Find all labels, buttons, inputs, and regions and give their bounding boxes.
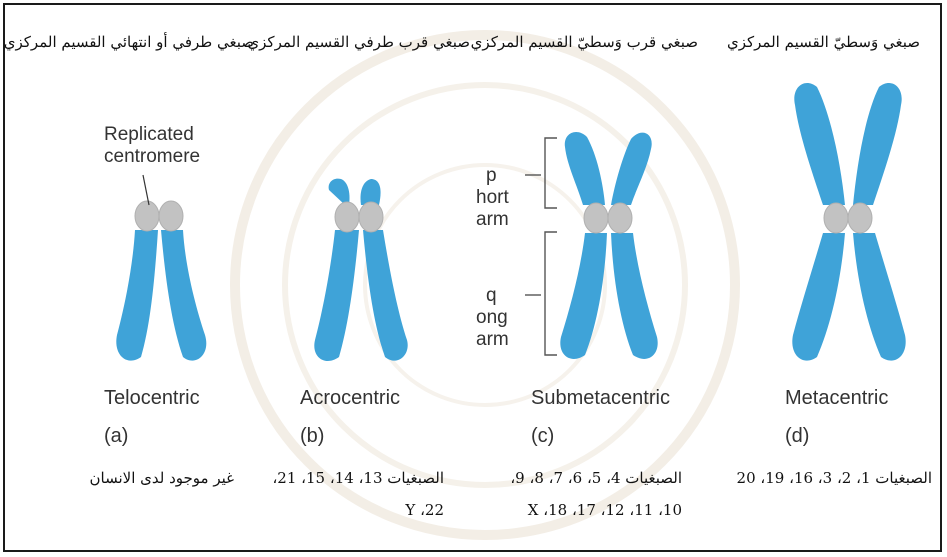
centromere-d-right (848, 203, 872, 233)
type-submetacentric: Submetacentric (531, 387, 670, 410)
type-telocentric: Telocentric (104, 387, 200, 410)
panel-letter-d: (d) (785, 425, 809, 448)
chromosomes-submetacentric: الصبغيات 4، 5، 6، 7، 8، 9، (510, 469, 682, 487)
chromosomes-acrocentric-line2: 22، Y (405, 501, 444, 519)
type-acrocentric: Acrocentric (300, 387, 400, 410)
acrocentric-chromosome (314, 179, 407, 361)
q-arm-bracket (525, 232, 557, 355)
panel-letter-c: (c) (531, 425, 554, 448)
centromere-b-right (359, 202, 383, 232)
chromosomes-metacentric: الصبغيات 1، 2، 3، 16، 19، 20 (737, 469, 932, 487)
chromosomes-submetacentric-line2: 10، 11، 12، 17، 18، X (528, 501, 682, 519)
diagram-frame: صبغي طرفي أو انتهائي القسيم المركزي صبغي… (3, 3, 942, 552)
chromosomes-acrocentric: الصبغيات 13، 14، 15، 21، (272, 469, 444, 487)
centromere-c-left (584, 203, 608, 233)
centromere-c-right (608, 203, 632, 233)
replicated-centromere-label: Replicated centromere (104, 124, 200, 168)
submetacentric-chromosome (560, 132, 657, 359)
centromere-b-left (335, 202, 359, 232)
telocentric-chromosome (116, 230, 206, 361)
type-metacentric: Metacentric (785, 387, 888, 410)
panel-letter-a: (a) (104, 425, 128, 448)
centromere-a-right (159, 201, 183, 231)
centromere-d-left (824, 203, 848, 233)
chromosomes-telocentric: غير موجود لدى الانسان (90, 469, 235, 487)
p-arm-label: p hort arm (476, 165, 509, 231)
panel-letter-b: (b) (300, 425, 324, 448)
q-arm-label: q ong arm (476, 285, 509, 351)
centromere-a-left (135, 201, 159, 231)
p-arm-bracket (525, 138, 557, 208)
